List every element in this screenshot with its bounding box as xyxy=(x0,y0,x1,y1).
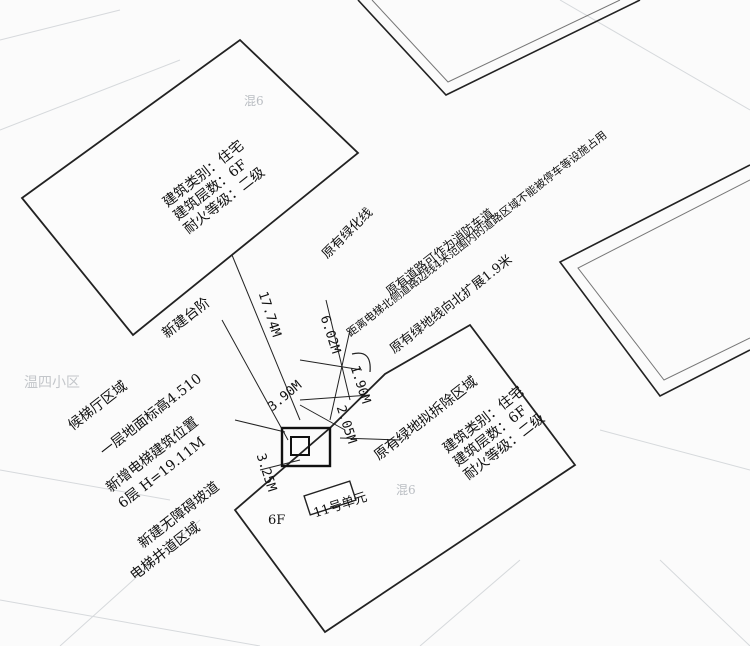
right-building-outline xyxy=(558,164,750,398)
hun-label-lower: 混6 xyxy=(396,483,416,497)
floors-6f-label: 6F xyxy=(268,513,286,528)
right-building-inner xyxy=(577,179,750,381)
lower-building-outline xyxy=(233,323,577,634)
callout-arc xyxy=(351,352,371,373)
top-building-inner xyxy=(371,0,621,83)
leader-lines xyxy=(221,254,401,471)
unit-label-box xyxy=(303,480,357,516)
upper-building-outline xyxy=(20,38,360,337)
hun-label-upper: 混6 xyxy=(244,94,264,108)
elevator-block xyxy=(280,426,332,468)
top-building-outline xyxy=(357,0,641,96)
district-label: 温四小区 xyxy=(24,375,80,391)
